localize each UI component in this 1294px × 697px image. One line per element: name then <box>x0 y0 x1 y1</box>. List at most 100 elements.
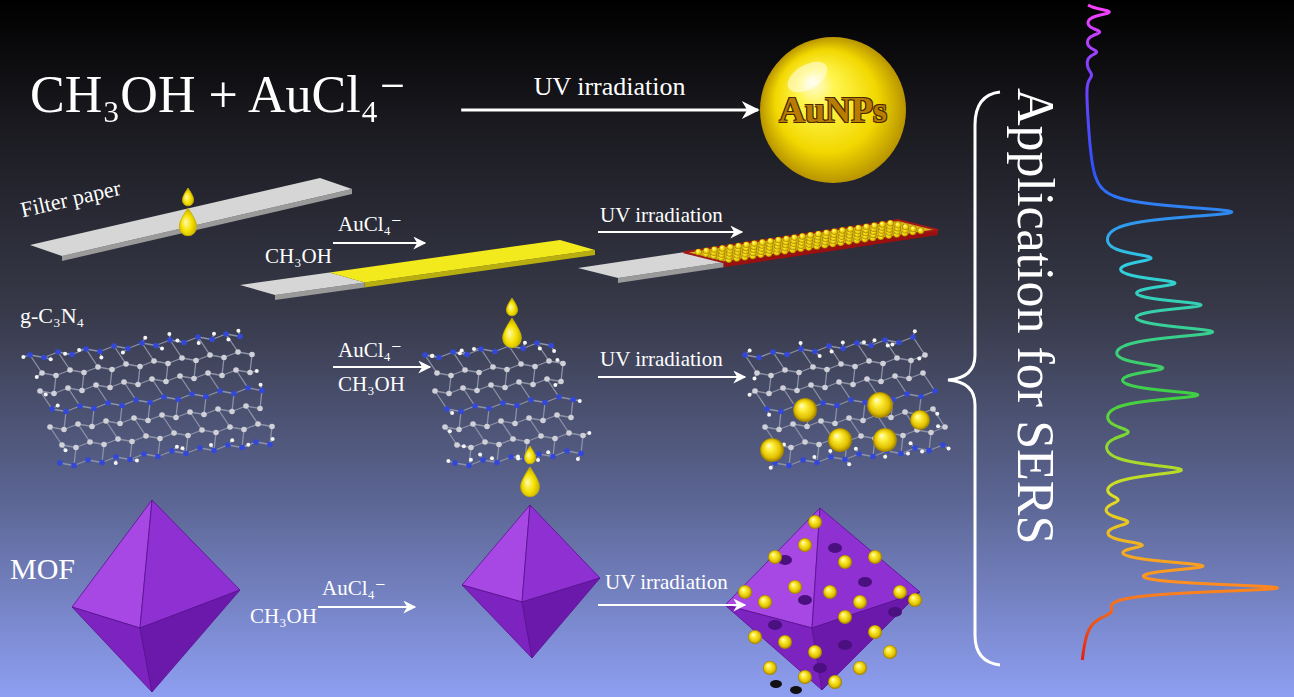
atom <box>482 439 488 445</box>
gold-nanoparticle <box>847 226 854 233</box>
atom <box>764 406 770 412</box>
atom <box>37 388 43 394</box>
atom <box>782 367 788 373</box>
atom <box>568 415 574 421</box>
bond-line <box>839 382 851 400</box>
atom <box>476 370 482 376</box>
atom <box>241 427 247 433</box>
gold-nanoparticle <box>759 239 766 246</box>
atom <box>472 403 478 409</box>
gold-nanoparticle <box>863 224 870 231</box>
bond-line <box>745 355 757 373</box>
solution-drop <box>506 298 517 316</box>
gold-nanoparticle <box>798 670 812 684</box>
mof-pore <box>798 595 812 605</box>
atom <box>259 388 265 394</box>
gold-nanoparticle <box>763 661 777 675</box>
gold-nanoparticle-sphere: AuNPs <box>758 35 908 185</box>
atom <box>770 349 776 355</box>
atom <box>159 412 165 418</box>
bond-line <box>208 373 220 391</box>
atom <box>542 400 548 406</box>
atom <box>79 388 85 394</box>
atom <box>39 370 45 376</box>
atom <box>534 340 540 346</box>
atom <box>269 424 275 430</box>
bond-line <box>913 337 925 355</box>
atom <box>35 375 39 379</box>
gold-nanoparticle <box>855 225 862 232</box>
atom <box>81 370 87 376</box>
gold-nanoparticle <box>727 244 734 251</box>
atom <box>55 349 61 355</box>
atom <box>143 336 147 340</box>
atom <box>91 406 97 412</box>
gold-nanoparticle <box>828 428 852 452</box>
atom <box>570 397 576 403</box>
material-label: CH₃OH <box>250 604 317 628</box>
atom <box>490 364 496 370</box>
atom <box>786 463 792 469</box>
atom <box>448 373 454 379</box>
reaction-arrow <box>598 376 745 378</box>
atom <box>442 424 448 430</box>
atom <box>500 400 506 406</box>
atom <box>558 379 564 385</box>
atom <box>474 388 480 394</box>
bond-line <box>755 391 767 409</box>
bond-line <box>933 409 945 427</box>
atom <box>167 332 171 336</box>
atom <box>912 445 918 451</box>
atom <box>850 382 856 388</box>
atom <box>550 454 556 460</box>
atom <box>490 456 494 460</box>
atom <box>767 413 771 417</box>
atom <box>814 460 820 466</box>
atom <box>462 367 468 373</box>
gold-nanoparticle <box>808 515 822 529</box>
atom <box>135 458 139 462</box>
atom <box>496 442 502 448</box>
gold-nanoparticle <box>868 550 882 564</box>
bond-line <box>68 388 80 406</box>
bond-line <box>190 412 202 430</box>
atom <box>163 379 169 385</box>
atom <box>123 361 129 367</box>
gold-nanoparticle <box>895 222 902 229</box>
gold-nanoparticle <box>743 242 750 249</box>
atom <box>516 379 522 385</box>
atom <box>818 354 822 358</box>
gold-nanoparticle <box>879 221 886 228</box>
atom <box>796 370 802 376</box>
atom <box>917 356 921 360</box>
atom <box>518 361 524 367</box>
atom <box>450 411 454 415</box>
atom <box>766 391 772 397</box>
atom <box>538 346 542 350</box>
atom <box>910 334 916 340</box>
gold-nanoparticle <box>828 675 842 689</box>
atom <box>816 442 822 448</box>
atom <box>83 346 89 352</box>
atom <box>523 341 527 345</box>
atom <box>175 397 181 403</box>
bond-line <box>226 334 238 352</box>
atom <box>21 355 25 359</box>
atom <box>900 433 906 439</box>
solution-drop <box>179 208 197 236</box>
reaction-arrow <box>461 109 758 112</box>
atom <box>510 436 516 442</box>
atom <box>49 357 53 361</box>
atom <box>225 442 231 448</box>
bond-line <box>923 373 935 391</box>
atom <box>231 391 237 397</box>
atom <box>748 349 752 353</box>
mof-octahedron <box>725 508 922 694</box>
g-c3n4-structure <box>21 329 274 469</box>
atom <box>446 459 450 463</box>
arrow-label: UV irradiation <box>534 72 686 102</box>
bond-line <box>773 352 785 370</box>
atom <box>469 458 473 462</box>
bond-line <box>557 415 569 433</box>
bond-line <box>519 382 531 400</box>
